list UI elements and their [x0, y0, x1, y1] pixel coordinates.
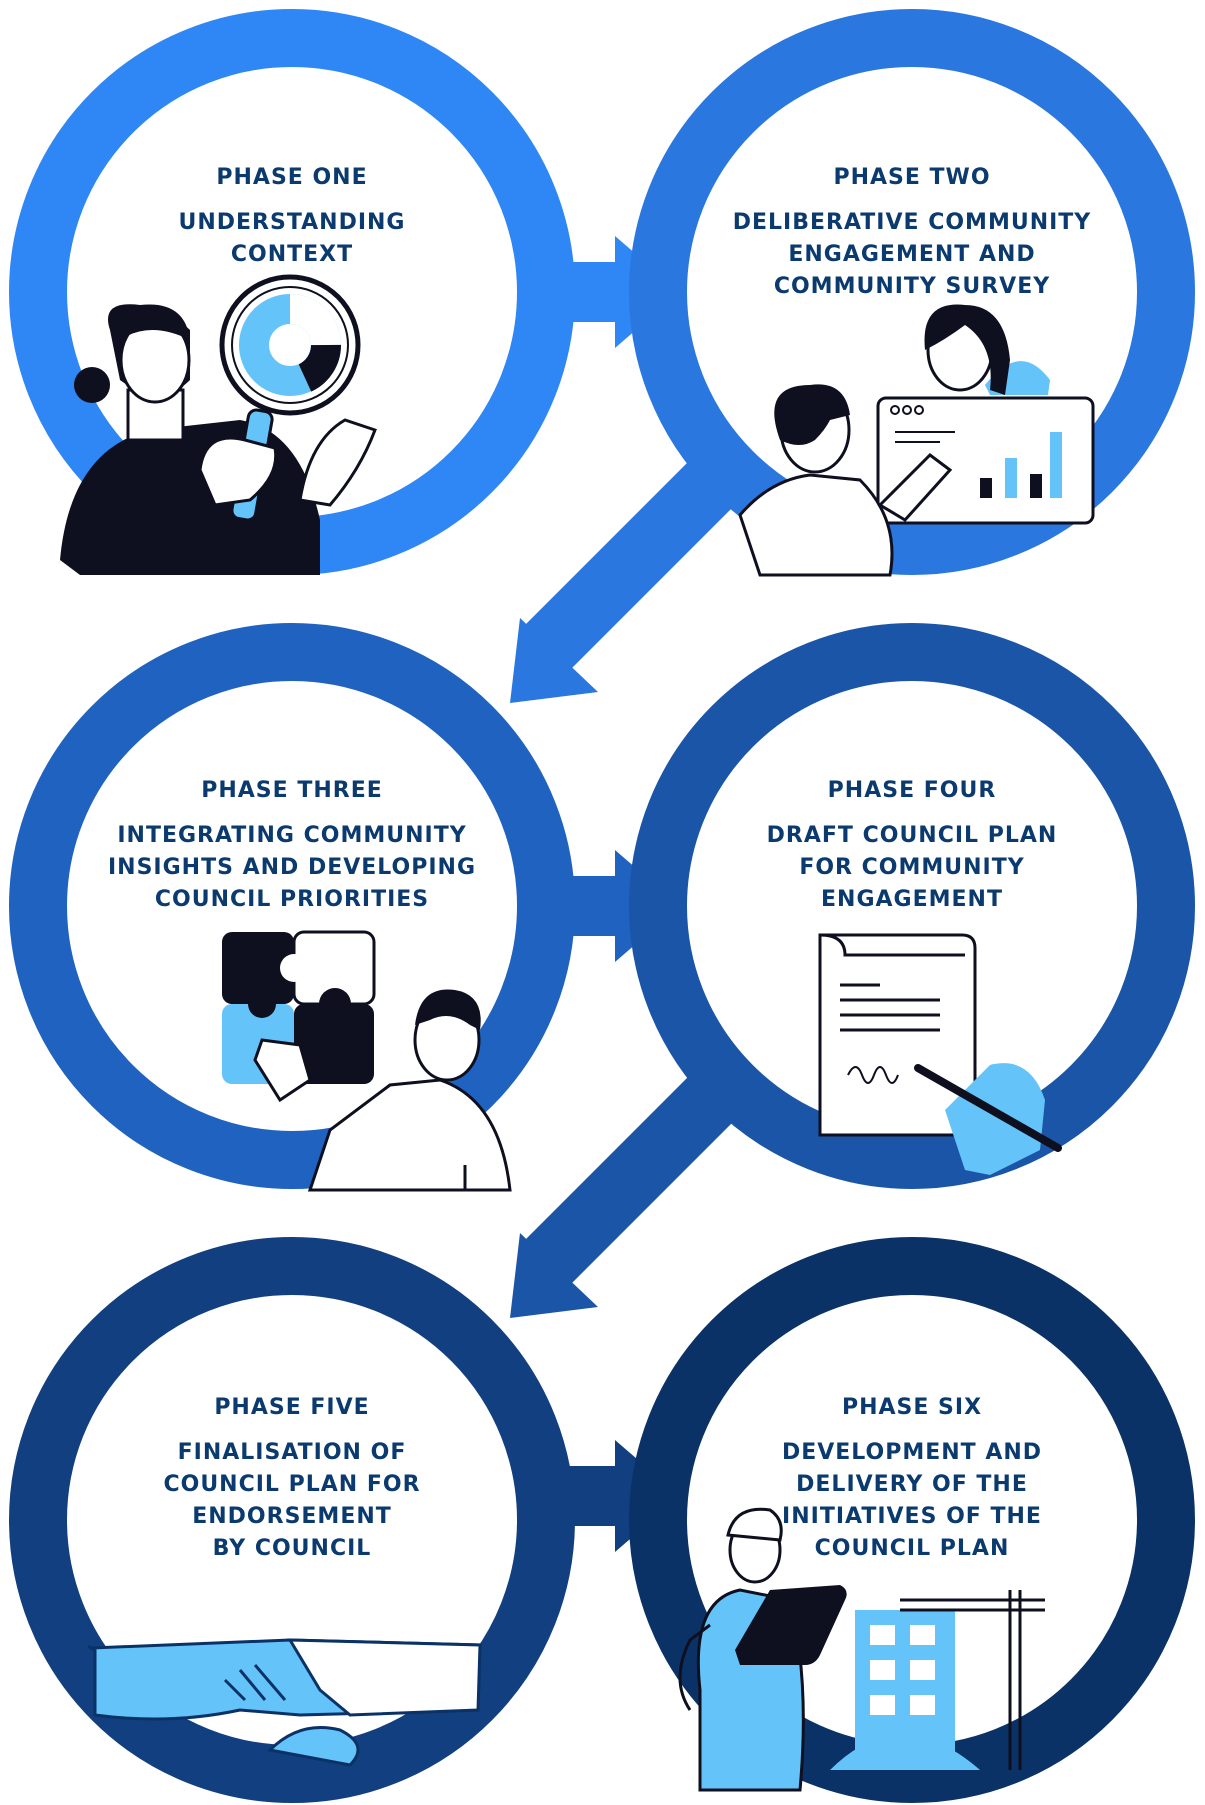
phase-two-label: PHASE TWO [833, 165, 991, 190]
phase-three-label: PHASE THREE [201, 778, 383, 803]
phase-five-title: FINALISATION OF COUNCIL PLAN FOR ENDORSE… [163, 1440, 421, 1561]
phase-one-text: PHASE ONE UNDERSTANDING CONTEXT [112, 163, 472, 271]
phase-two-text: PHASE TWO DELIBERATIVE COMMUNITY ENGAGEM… [702, 163, 1122, 303]
arrow-phase4-to-phase5 [510, 1075, 735, 1318]
dashboard-meeting-icon [738, 304, 1095, 577]
arrow-phase2-to-phase3 [510, 460, 735, 703]
ring-phase-four [629, 623, 1195, 1189]
phase-two-title: DELIBERATIVE COMMUNITY ENGAGEMENT AND CO… [732, 210, 1092, 299]
signing-document-icon [818, 933, 1062, 1175]
construction-worker-icon [678, 1507, 1045, 1792]
handshake-icon [87, 1638, 482, 1767]
puzzle-man-icon [222, 930, 512, 1192]
phase-four-label: PHASE FOUR [827, 778, 997, 803]
phase-five-text: PHASE FIVE FINALISATION OF COUNCIL PLAN … [112, 1393, 472, 1565]
magnifier-chart-woman-icon [60, 274, 377, 575]
phase-one-title: UNDERSTANDING CONTEXT [178, 210, 406, 267]
phase-four-title: DRAFT COUNCIL PLAN FOR COMMUNITY ENGAGEM… [766, 823, 1058, 912]
phase-one-label: PHASE ONE [216, 165, 368, 190]
phase-four-text: PHASE FOUR DRAFT COUNCIL PLAN FOR COMMUN… [732, 776, 1092, 916]
phase-five-label: PHASE FIVE [214, 1395, 370, 1420]
phase-six-label: PHASE SIX [841, 1395, 983, 1420]
phase-three-text: PHASE THREE INTEGRATING COMMUNITY INSIGH… [82, 776, 502, 916]
phase-three-title: INTEGRATING COMMUNITY INSIGHTS AND DEVEL… [107, 823, 477, 912]
phase-six-text: PHASE SIX DEVELOPMENT AND DELIVERY OF TH… [732, 1393, 1092, 1565]
phase-six-title: DEVELOPMENT AND DELIVERY OF THE INITIATI… [781, 1440, 1043, 1561]
